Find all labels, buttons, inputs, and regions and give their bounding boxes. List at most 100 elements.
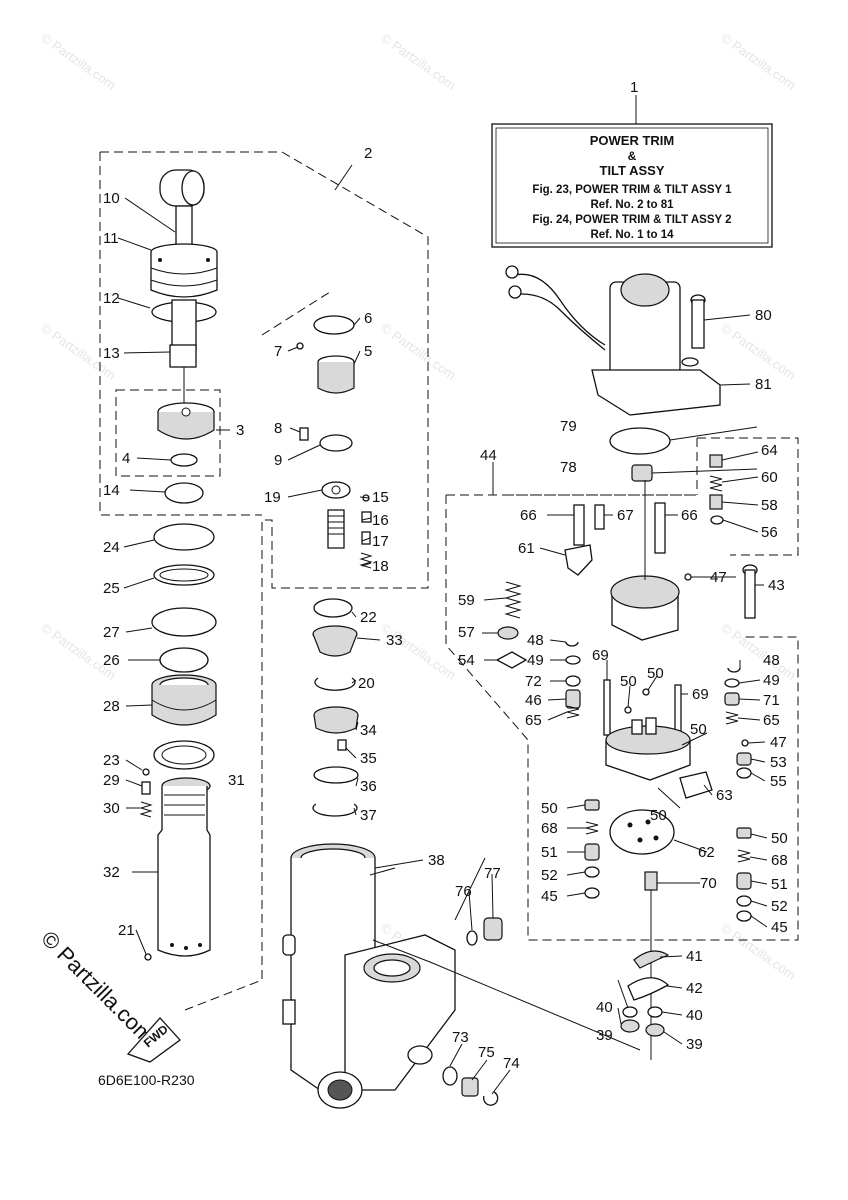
part-65-spring — [725, 711, 739, 725]
part-40-o-ring — [647, 1006, 663, 1018]
title-line-1: POWER TRIM — [590, 133, 675, 148]
part-21-ball — [144, 953, 152, 961]
title-box: 1 POWER TRIM & TILT ASSY Fig. 23, POWER … — [491, 79, 773, 248]
part-19-thread — [328, 515, 344, 535]
callout-47a: 47 — [710, 569, 727, 586]
part-6-o-ring — [313, 315, 355, 335]
callout-68b: 68 — [771, 852, 788, 869]
callout-51a: 51 — [541, 844, 558, 861]
callout-28: 28 — [103, 698, 120, 715]
callout-24: 24 — [103, 539, 120, 556]
callout-27: 27 — [103, 624, 120, 641]
part-56-o-ring — [710, 515, 724, 525]
callout-50f: 50 — [771, 830, 788, 847]
callout-61: 61 — [518, 540, 535, 557]
callout-48b: 48 — [763, 652, 780, 669]
part-45-o-ring — [584, 887, 600, 899]
part-44-pump-top — [610, 575, 680, 609]
part-4-o-ring — [170, 453, 198, 467]
part-44-gear — [645, 717, 657, 735]
callout-52b: 52 — [771, 898, 788, 915]
part-69-pin — [603, 679, 611, 736]
part-50-cap — [584, 799, 600, 811]
part-67-bolt — [594, 504, 605, 530]
part-43-shank — [744, 569, 756, 619]
callout-58: 58 — [761, 497, 778, 514]
callout-5: 5 — [364, 343, 372, 360]
callout-34: 34 — [360, 722, 377, 739]
part-19-washer — [321, 481, 351, 499]
title-line-5: Ref. No. 2 to 81 — [590, 199, 674, 211]
part-14-o-ring — [164, 482, 204, 504]
title-box-inner-border — [495, 127, 769, 244]
callout-45b: 45 — [771, 919, 788, 936]
part-46-valve — [565, 689, 581, 709]
callout-50a: 50 — [620, 673, 637, 690]
part-9-plate — [319, 434, 353, 452]
callout-62: 62 — [698, 844, 715, 861]
callout-16: 16 — [372, 512, 389, 529]
assembly-outlines — [99, 151, 799, 1011]
callout-26: 26 — [103, 652, 120, 669]
callout-12: 12 — [103, 290, 120, 307]
part-35-pin — [337, 739, 347, 751]
diagram-code: 6D6E100-R230 — [98, 1072, 195, 1088]
callout-47b: 47 — [770, 734, 787, 751]
part-50-ball — [624, 706, 632, 714]
watermark: © Partzilla.com — [718, 620, 798, 683]
callout-52a: 52 — [541, 867, 558, 884]
callout-72: 72 — [525, 673, 542, 690]
part-69-pin — [674, 684, 682, 736]
part-32-tube — [157, 786, 211, 957]
part-42-gasket — [627, 977, 670, 1001]
part-55-o-ring — [736, 767, 752, 779]
part-40-o-ring — [622, 1006, 638, 1018]
callout-4: 4 — [122, 450, 130, 467]
callout-73: 73 — [452, 1029, 469, 1046]
title-line-7: Ref. No. 1 to 14 — [590, 229, 674, 241]
callout-23: 23 — [103, 752, 120, 769]
callout-65a: 65 — [525, 712, 542, 729]
part-66-bolt — [654, 502, 666, 554]
part-72-o-ring — [565, 675, 581, 687]
part-32-hole — [198, 943, 202, 947]
part-75-plug — [461, 1077, 479, 1097]
center-column-parts — [282, 315, 456, 1109]
part-62-hole — [627, 822, 633, 828]
callout-36: 36 — [360, 778, 377, 795]
part-27-o-ring — [151, 607, 217, 637]
part-16-pin — [361, 511, 372, 523]
part-59-spring — [504, 581, 522, 619]
callout-66a: 66 — [520, 507, 537, 524]
part-36-ring — [313, 766, 359, 784]
callout-39a: 39 — [686, 1036, 703, 1053]
part-38-boss — [282, 999, 296, 1025]
part-13-collar — [169, 344, 197, 368]
part-25-ring — [153, 564, 215, 586]
part-50-ball — [642, 688, 650, 696]
callout-25: 25 — [103, 580, 120, 597]
part-52-ring — [584, 866, 600, 878]
fwd-arrow-icon — [126, 1017, 181, 1063]
callout-35: 35 — [360, 750, 377, 767]
watermark: © Partzilla.com — [378, 30, 458, 93]
callout-69a: 69 — [592, 647, 609, 664]
part-81-motor-cap — [620, 273, 670, 307]
callout-38: 38 — [428, 852, 445, 869]
part-62-plate — [609, 809, 675, 855]
part-73-o-ring — [442, 1066, 458, 1086]
part-10-eye — [181, 170, 205, 206]
leader-lines — [117, 164, 768, 1095]
subassembly-64-outline — [697, 437, 799, 556]
part-50-cap — [736, 827, 752, 839]
part-38-mount-hole — [327, 1079, 353, 1101]
leader-lines-right — [482, 314, 768, 1045]
callout-68a: 68 — [541, 820, 558, 837]
callout-50b: 50 — [647, 665, 664, 682]
callout-75: 75 — [478, 1044, 495, 1061]
callout-48a: 48 — [527, 632, 544, 649]
part-61-plate — [564, 544, 593, 576]
left-column-parts — [139, 169, 218, 961]
part-68-spring — [585, 821, 599, 835]
